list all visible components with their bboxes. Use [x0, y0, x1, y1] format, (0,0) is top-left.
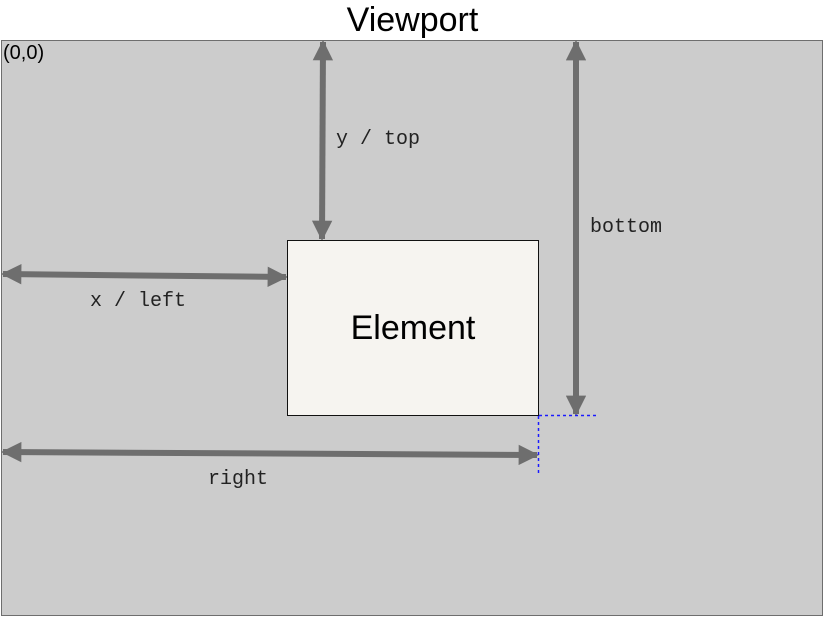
element-rectangle: Element: [287, 240, 539, 416]
right-distance-label: right: [208, 468, 269, 491]
element-label: Element: [350, 308, 476, 347]
bottom-distance-label: bottom: [590, 216, 663, 239]
origin-label: (0,0): [3, 42, 45, 64]
top-distance-arrow: [311, 39, 334, 242]
left-distance-label: x / left: [90, 290, 187, 313]
left-distance-arrow: [0, 263, 289, 288]
right-distance-arrow: [0, 441, 540, 466]
top-distance-label: y / top: [336, 128, 421, 151]
viewport-title: Viewport: [346, 1, 479, 39]
